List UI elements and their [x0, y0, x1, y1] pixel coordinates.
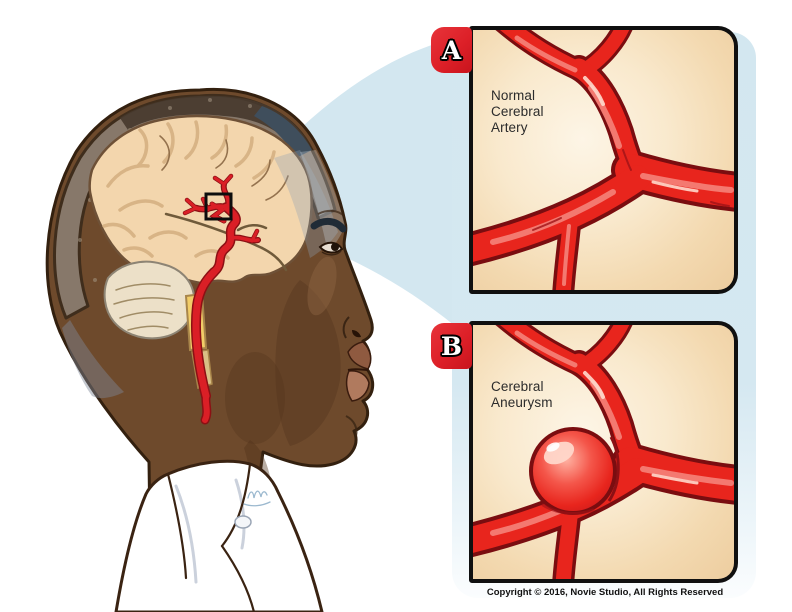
caption-line: Artery	[491, 120, 528, 135]
caption-line: Cerebral	[491, 379, 544, 394]
aneurysm-sac	[529, 427, 620, 515]
panel-b-cerebral-aneurysm: Cerebral Aneurysm	[469, 321, 738, 583]
collar-button	[234, 515, 252, 529]
lower-lid	[321, 250, 342, 256]
callout-beam	[228, 36, 466, 335]
panel-a-normal-artery: Normal Cerebral Artery	[469, 26, 738, 294]
upper-lip	[347, 341, 372, 370]
brain-gyri	[102, 120, 276, 260]
shirt-collar	[114, 459, 324, 612]
panel-a-label-badge: A	[431, 27, 472, 73]
nose-wing	[342, 316, 350, 339]
eyebrow	[310, 218, 347, 233]
cerebellum-folds	[113, 283, 175, 331]
face-shading	[225, 256, 341, 526]
ghost-skin-overlay	[62, 150, 345, 399]
panel-b-caption: Cerebral Aneurysm	[491, 379, 553, 411]
iris	[331, 243, 339, 251]
copyright-text: Copyright © 2016, Novie Studio, All Righ…	[486, 587, 724, 598]
lower-lip	[345, 370, 370, 402]
panel-b-label-badge: B	[431, 323, 472, 369]
skull-cap-blue-segment	[254, 106, 312, 158]
brain-fissures	[159, 135, 289, 201]
brain-veins	[164, 212, 288, 272]
eyelid-crease	[317, 209, 345, 217]
face-features	[310, 209, 372, 437]
mouth-line	[347, 368, 369, 371]
nostril	[352, 330, 361, 338]
head-illustration	[45, 87, 375, 612]
panel-a-caption: Normal Cerebral Artery	[491, 88, 544, 136]
caption-line: Normal	[491, 88, 536, 103]
cerebral-artery	[182, 173, 261, 425]
aneurysm-artery-graphic	[473, 325, 734, 579]
caption-line: Cerebral	[491, 104, 544, 119]
normal-artery-graphic	[473, 30, 734, 290]
magnified-region-marker	[204, 192, 233, 221]
artist-signature	[243, 490, 271, 507]
caption-line: Aneurysm	[491, 395, 553, 410]
chin-fold	[345, 415, 358, 437]
